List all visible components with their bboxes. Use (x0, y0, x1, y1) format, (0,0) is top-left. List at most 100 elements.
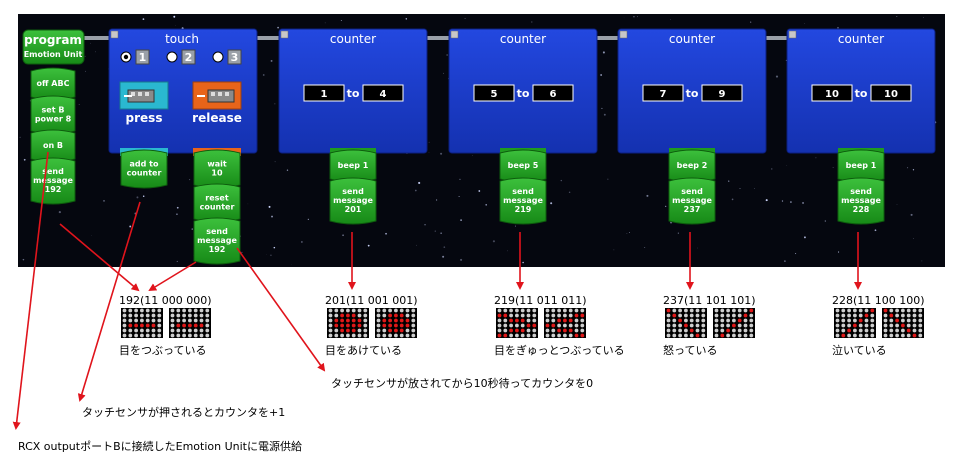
arrows (12, 151, 862, 430)
press-block-0-line2: counter (127, 169, 162, 178)
led-grid (882, 308, 924, 338)
counter1-block-0[interactable]: beep 1 (329, 149, 377, 183)
counter1-block-0-line1: beep 1 (338, 161, 369, 170)
release-block-2-line3: 192 (209, 245, 226, 254)
arrow-release-to-face192 (148, 261, 197, 292)
counter2-block-0[interactable]: beep 5 (499, 149, 547, 183)
counter-from-3: 7 (660, 89, 667, 100)
chain-connectors (84, 36, 787, 40)
touch-port-3[interactable]: 3 (212, 49, 242, 65)
counter3-block-0-line1: beep 2 (677, 161, 708, 170)
counter-to-field-3[interactable] (701, 84, 743, 102)
led-grid (834, 308, 876, 338)
press-block-0-line1: add to (130, 160, 159, 169)
face-code-4: 237(11 101 101) (663, 294, 756, 307)
counter-title-4: counter (838, 32, 884, 46)
face-4: 237(11 101 101)怒っている (663, 294, 756, 357)
counter-from-field-2[interactable] (473, 84, 515, 102)
face-caption-5: 泣いている (832, 343, 887, 357)
led-grid (544, 308, 586, 338)
counter1-block-1-line2: message (333, 196, 373, 205)
face-5: 228(11 100 100) 泣いている (832, 294, 925, 357)
touch-port-label-3: 3 (231, 51, 239, 64)
program-block[interactable]: program Emotion Unit (22, 29, 85, 65)
led-grid (169, 308, 211, 338)
touch-ports: 1 2 3 (120, 49, 242, 65)
counter-to-label-3: to (686, 87, 699, 100)
release-block-1-line1: reset (205, 194, 229, 203)
release-icon[interactable] (192, 81, 242, 110)
counter-from-field-3[interactable] (642, 84, 684, 102)
counter-to-field-4[interactable] (870, 84, 912, 102)
face-3: 219(11 011 011) 目をぎゅっとつぶっている (494, 294, 625, 357)
program-block-1-line1: set B (42, 106, 65, 115)
touch-port-label-1: 1 (139, 51, 147, 64)
led-grid (713, 308, 755, 338)
counter-to-field-1[interactable] (362, 84, 404, 102)
face-caption-2: 目をあけている (325, 344, 402, 357)
counter-to-4: 10 (884, 89, 898, 100)
counter-from-field-4[interactable] (811, 84, 853, 102)
counter1-block-1-line3: 201 (345, 205, 362, 214)
led-grid (375, 308, 417, 338)
counter3-block-0[interactable]: beep 2 (668, 149, 716, 183)
release-block-1-line2: counter (200, 203, 235, 212)
touch-port-label-2: 2 (185, 51, 193, 64)
counter2-block-1-line2: message (503, 196, 543, 205)
arrow-power-note (12, 151, 49, 430)
counter4-block-1-line2: message (841, 196, 881, 205)
program-subtitle: Emotion Unit (24, 50, 83, 59)
face-1: 192(11 000 000)目をつぶっている (119, 294, 212, 357)
program-block-3-line3: 192 (45, 185, 62, 194)
face-caption-3: 目をぎゅっとつぶっている (494, 343, 625, 357)
counter-to-1: 4 (380, 89, 387, 100)
counter4-block-1-line3: 228 (853, 205, 870, 214)
touch-port-1[interactable]: 1 (120, 49, 150, 65)
touch-port-2[interactable]: 2 (166, 49, 196, 65)
release-block-2-line1: send (206, 227, 228, 236)
face-code-3: 219(11 011 011) (494, 294, 587, 307)
face-caption-1: 目をつぶっている (119, 344, 206, 357)
program-block-2[interactable]: on B (30, 129, 76, 163)
counter-to-label-4: to (855, 87, 868, 100)
program-title: program (24, 33, 82, 47)
press-icon[interactable] (119, 81, 169, 110)
counter-to-field-2[interactable] (532, 84, 574, 102)
counter-from-field-1[interactable] (303, 84, 345, 102)
arrow-press-note (77, 201, 141, 402)
face-code-5: 228(11 100 100) (832, 294, 925, 307)
counter4-block-1-line1: send (850, 187, 872, 196)
power-note: RCX outputポートBに接続したEmotion Unitに電源供給 (18, 440, 302, 453)
counter1-block-1-line1: send (342, 187, 364, 196)
counter-title-1: counter (330, 32, 376, 46)
program-block-0[interactable]: off ABC (30, 67, 76, 101)
led-grid (327, 308, 369, 338)
arrow-program-to-face192 (59, 223, 140, 292)
led-grid (665, 308, 707, 338)
counter3-block-1-line2: message (672, 196, 712, 205)
counter2-block-1-line1: send (512, 187, 534, 196)
counter-title-2: counter (500, 32, 546, 46)
counter2-block-0-line1: beep 5 (508, 161, 539, 170)
counter4-block-0[interactable]: beep 1 (837, 149, 885, 183)
counter-title-3: counter (669, 32, 715, 46)
counter-from-1: 1 (321, 89, 328, 100)
